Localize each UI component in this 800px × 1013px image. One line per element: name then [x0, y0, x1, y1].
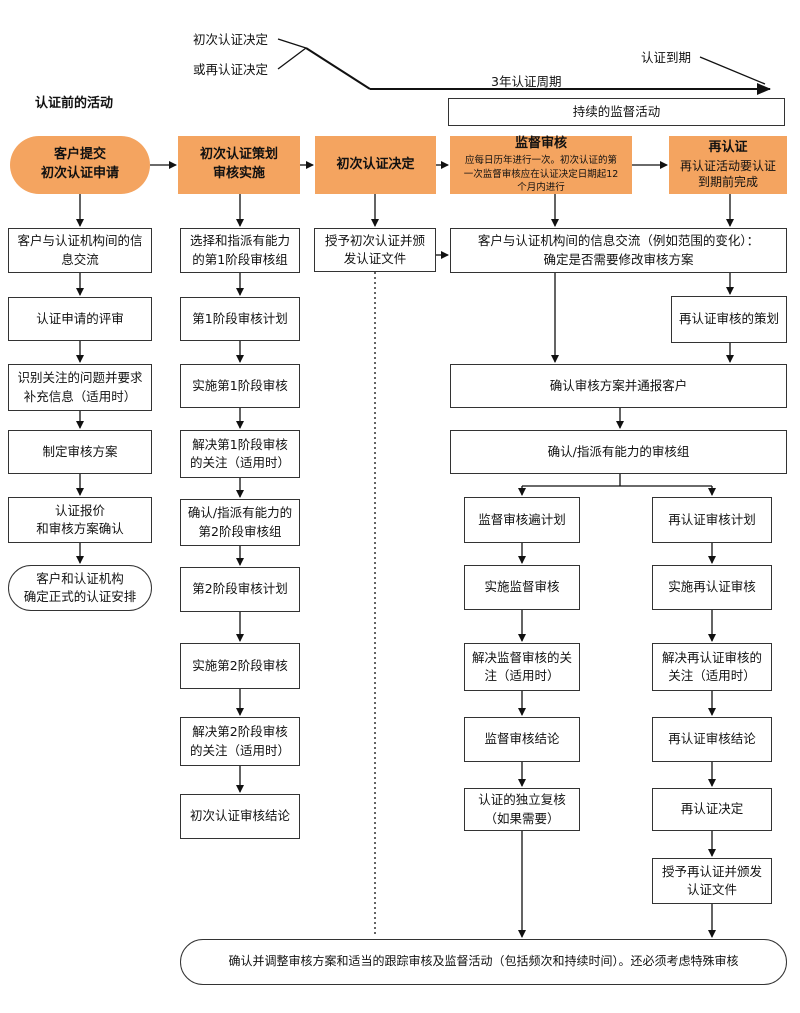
- recert-header-desc: 再认证活动要认证 到期前完成: [679, 159, 776, 190]
- col1-step-formal-arrangement: 客户和认证机构 确定正式的认证安排: [8, 565, 152, 611]
- col2-step-stage2-audit: 实施第2阶段审核: [180, 643, 300, 689]
- confirm-program-box: 确认审核方案并通报客户: [450, 364, 787, 408]
- col1-step-application-review: 认证申请的评审: [8, 297, 152, 341]
- surv-step-conduct: 实施监督审核: [464, 565, 580, 610]
- col1-step-quotation: 认证报价 和审核方案确认: [8, 497, 152, 543]
- col3-step-grant-certificate: 授予初次认证并颁 发认证文件: [314, 228, 436, 272]
- pre-activities-title: 认证前的活动: [35, 96, 114, 111]
- surv-step-independent-review: 认证的独立复核 （如果需要）: [464, 788, 580, 831]
- client-application-header: 客户提交 初次认证申请: [10, 136, 150, 194]
- recert-planning-box: 再认证审核的策划: [671, 296, 787, 343]
- recert-step-conduct: 实施再认证审核: [652, 565, 772, 610]
- timeline-initial-decision-label: 初次认证决定: [193, 32, 269, 47]
- footer-adjust-program: 确认并调整审核方案和适当的跟踪审核及监督活动（包括频次和持续时间）。还必须考虑特…: [180, 939, 787, 985]
- surv-step-plan: 监督审核遍计划: [464, 497, 580, 543]
- col1-step-identify-concerns: 识别关注的问题并要求 补充信息（适用时）: [8, 364, 152, 411]
- recert-step-concerns: 解决再认证审核的 关注（适用时）: [652, 643, 772, 691]
- initial-decision-header: 初次认证决定: [315, 136, 436, 194]
- initial-planning-header: 初次认证策划 审核实施: [178, 136, 300, 194]
- col2-step-stage2-plan: 第2阶段审核计划: [180, 567, 300, 612]
- surv-step-concerns: 解决监督审核的关 注（适用时）: [464, 643, 580, 691]
- col2-step-stage1-plan: 第1阶段审核计划: [180, 297, 300, 341]
- recert-step-grant-certificate: 授予再认证并颁发 认证文件: [652, 858, 772, 904]
- timeline-cycle-label: 3年认证周期: [491, 74, 562, 89]
- recert-step-decision: 再认证决定: [652, 788, 772, 831]
- timeline-recert-decision-label: 或再认证决定: [193, 62, 269, 77]
- col2-step-stage2-concerns: 解决第2阶段审核 的关注（适用时）: [180, 717, 300, 766]
- confirm-team-box: 确认/指派有能力的审核组: [450, 430, 787, 474]
- surveillance-header: 监督审核 应每日历年进行一次。初次认证的第 一次监督审核应在认证决定日期起12 …: [450, 136, 632, 194]
- surveillance-header-desc: 应每日历年进行一次。初次认证的第 一次监督审核应在认证决定日期起12 个月内进行: [463, 154, 619, 194]
- col1-step-info-exchange: 客户与认证机构间的信 息交流: [8, 228, 152, 273]
- recert-step-plan: 再认证审核计划: [652, 497, 772, 543]
- shared-info-exchange: 客户与认证机构间的信息交流（例如范围的变化）： 确定是否需要修改审核方案: [450, 228, 787, 273]
- ongoing-surveillance-bar: 持续的监督活动: [448, 98, 785, 126]
- surv-step-conclusion: 监督审核结论: [464, 717, 580, 762]
- col2-step-stage1-audit: 实施第1阶段审核: [180, 364, 300, 408]
- timeline-expiry-label: 认证到期: [641, 50, 692, 65]
- recert-step-conclusion: 再认证审核结论: [652, 717, 772, 762]
- col2-step-stage1-concerns: 解决第1阶段审核 的关注（适用时）: [180, 430, 300, 478]
- recert-header: 再认证 再认证活动要认证 到期前完成: [669, 136, 787, 194]
- col2-step-stage2-team: 确认/指派有能力的 第2阶段审核组: [180, 499, 300, 546]
- recert-header-title: 再认证: [708, 140, 748, 156]
- surveillance-header-title: 监督审核: [514, 135, 567, 151]
- col2-step-stage1-team: 选择和指派有能力 的第1阶段审核组: [180, 228, 300, 273]
- col1-step-audit-program: 制定审核方案: [8, 430, 152, 474]
- col2-step-audit-conclusion: 初次认证审核结论: [180, 794, 300, 839]
